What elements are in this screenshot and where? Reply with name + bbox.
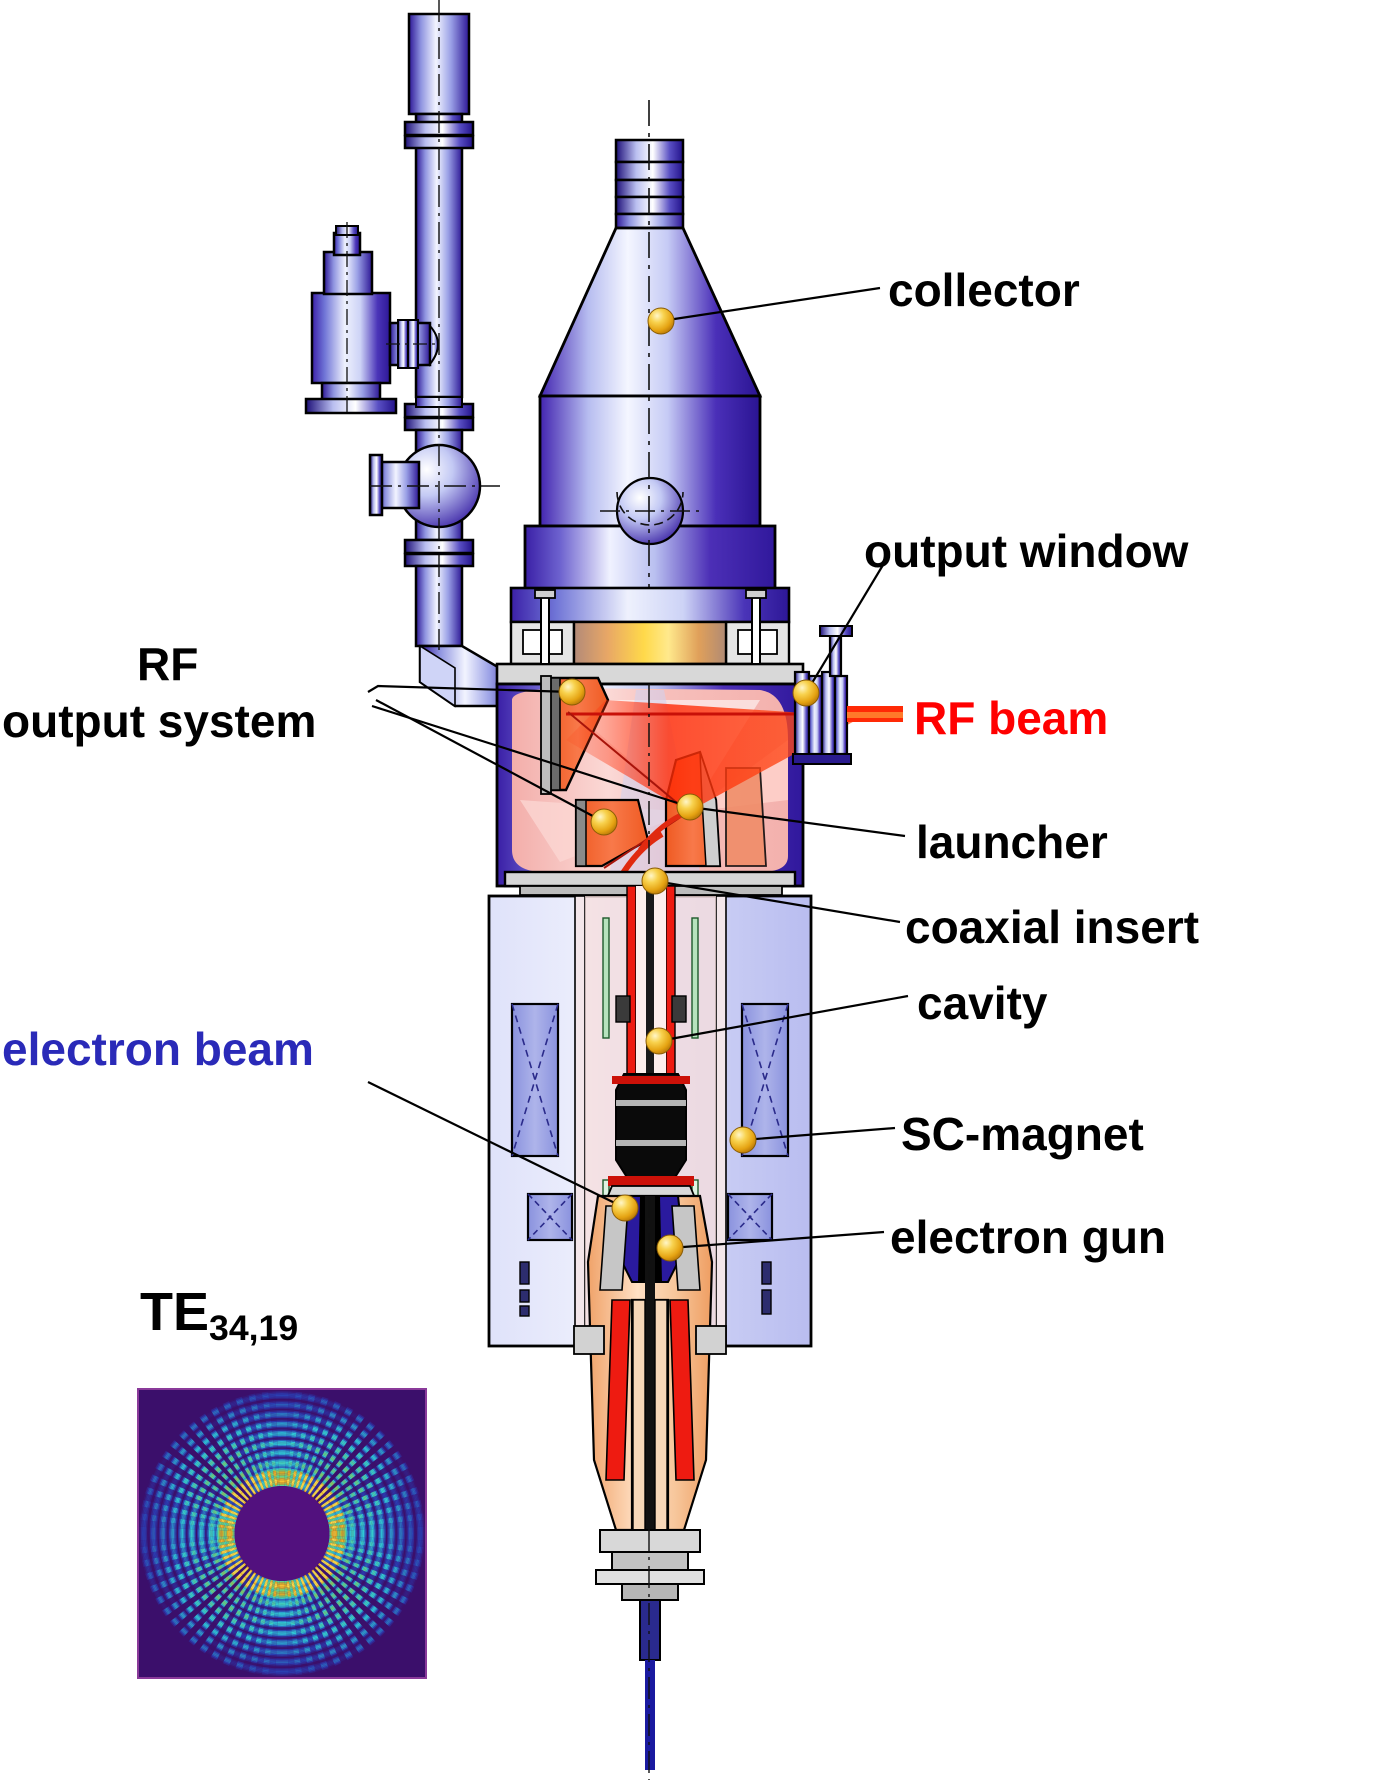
label-collector: collector — [888, 264, 1080, 316]
callout-markers — [558, 307, 820, 1262]
label-rf-beam: RF beam — [914, 692, 1109, 744]
label-coaxial-insert: coaxial insert — [905, 901, 1200, 953]
label-cavity: cavity — [917, 977, 1048, 1029]
label-electron-gun: electron gun — [890, 1211, 1167, 1263]
mode-plot-border — [137, 1388, 427, 1679]
te-mode-pattern-plot — [138, 1389, 426, 1678]
electron-gun — [573, 1194, 727, 1780]
label-sc-magnet: SC-magnet — [901, 1108, 1144, 1160]
output-window-flange — [495, 586, 805, 686]
label-output-window: output window — [864, 525, 1189, 577]
mode-te-subscript: 34,19 — [209, 1307, 299, 1348]
label-rf-output-system-line2: output system — [2, 695, 317, 747]
label-electron-beam: electron beam — [2, 1023, 314, 1075]
label-mode-te: TE34,19 — [140, 1282, 299, 1348]
collector-assembly — [523, 100, 777, 600]
label-rf-output-system-line1: RF — [137, 638, 199, 690]
callout-leaders — [367, 286, 909, 1250]
label-launcher: launcher — [916, 816, 1108, 868]
mode-te-prefix: TE — [140, 1282, 210, 1342]
vacuum-pump-assembly — [304, 0, 522, 708]
